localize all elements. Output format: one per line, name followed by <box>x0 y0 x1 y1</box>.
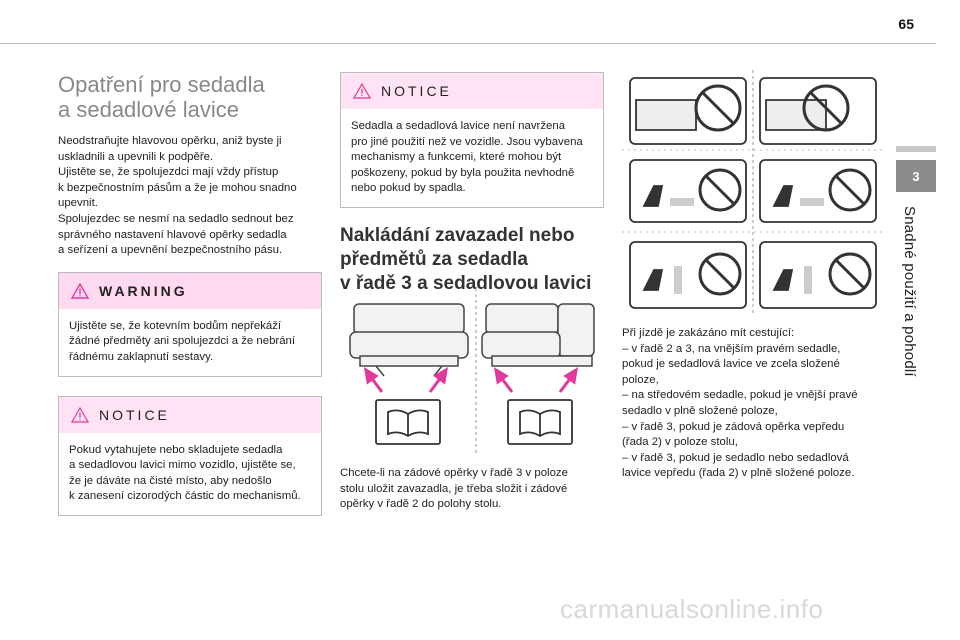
text-line: stolu uložit zavazadla, je třeba složit … <box>340 482 568 495</box>
manual-book-icon <box>507 399 573 445</box>
warning-header: WARNING <box>59 272 321 309</box>
warning-label: WARNING <box>99 282 188 299</box>
folded-bench-left <box>349 303 469 377</box>
notice-label: NOTICE <box>381 83 452 99</box>
section-heading: Opatření pro sedadla a sedadlové lavice <box>58 72 322 122</box>
folded-bench-no-passenger-icon <box>759 77 877 145</box>
column-1: Opatření pro sedadla a sedadlové lavice … <box>58 72 322 516</box>
text-line: – v řadě 2 a 3, na vnějším pravém sedadl… <box>622 342 841 355</box>
folded-seat-no-passenger-icon <box>629 241 747 309</box>
prohibited-seating-illustration <box>622 70 884 316</box>
text-line: Neodstraňujte hlavovou opěrku, aniž byst… <box>58 135 282 147</box>
prohibition-list: Při jízdě je zakázáno mít cestující: – v… <box>622 326 886 482</box>
text-line: řádnému zaklapnutí sestavy. <box>69 350 214 363</box>
side-tab-bar <box>896 146 936 152</box>
notice-box-1: NOTICE Pokud vytahujete nebo skladujete … <box>58 395 322 516</box>
text-line: a seřízení a upevnění bezpečnostního pás… <box>58 244 283 257</box>
text-line: k zanesení cizorodých částic do mechanis… <box>69 490 301 503</box>
text-line: opěrky v řadě 2 do polohy stolu. <box>340 498 502 511</box>
luggage-caption: Chcete-li na zádové opěrky v řadě 3 v po… <box>340 466 604 513</box>
text-line: – v řadě 3, pokud je zádová opěrka vepře… <box>622 420 845 433</box>
section-title: Snadné použití a pohodlí <box>901 206 918 377</box>
notice-box-2: NOTICE Sedadla a sedadlová lavice není n… <box>340 72 604 208</box>
text-line: Chcete-li na zádové opěrky v řadě 3 v po… <box>340 467 568 479</box>
notice-triangle-icon <box>71 406 89 423</box>
text-line: že je dáváte na čisté místo, aby nedošlo <box>69 474 272 487</box>
text-line: pokud je sedadlová lavice ve zcela slože… <box>622 358 840 371</box>
folded-seat-no-passenger-icon <box>759 241 877 309</box>
notice-label: NOTICE <box>99 406 170 423</box>
text-line: lavice vepředu (řada 2) v plně složené p… <box>622 467 855 480</box>
folded-bench-no-passenger-icon <box>629 77 747 145</box>
text-line: k bezpečnostním pásům a že je mohou snad… <box>58 181 297 194</box>
text-line: Pokud vytahujete nebo skladujete sedadla <box>69 443 283 456</box>
heading-line-1: Opatření pro sedadla <box>58 72 265 97</box>
watermark: carmanualsonline.info <box>560 594 824 624</box>
text-line: Ujistěte se, že spolujezdci mají vždy př… <box>58 166 279 179</box>
text-line: Ujistěte se, že kotevním bodům nepřekáží <box>69 319 282 332</box>
heading-line: v řadě 3 a sedadlovou lavici <box>340 272 592 294</box>
header-rule <box>0 43 936 44</box>
text-line: Sedadla a sedadlová lavice není navržena <box>351 120 566 132</box>
text-line: poškozeny, pokud by byla použita nevhodn… <box>351 166 575 179</box>
page-number: 65 <box>898 16 914 32</box>
column-2: NOTICE Sedadla a sedadlová lavice není n… <box>340 72 604 296</box>
text-line: pro jiné použití než ve vozidle. Jsou vy… <box>351 135 583 148</box>
heading-line-2: a sedadlové lavice <box>58 97 240 122</box>
luggage-heading: Nakládání zavazadel nebo předmětů za sed… <box>340 224 604 296</box>
folded-seats-right <box>481 303 595 367</box>
text-line: uskladnili a upevnili k podpěře. <box>58 150 214 163</box>
text-line: a sedadlovou lavici mimo vozidlo, ujistě… <box>69 459 296 472</box>
warning-text: Ujistěte se, že kotevním bodům nepřekáží… <box>59 309 321 376</box>
pink-arrows <box>363 367 579 393</box>
text-line: správného nastavení hlavové opěrky sedad… <box>58 228 287 241</box>
text-line: žádné předměty ani spolujezdci a že nebr… <box>69 335 296 348</box>
text-line: – v řadě 3, pokud je sedadlo nebo sedadl… <box>622 451 849 464</box>
table-position-no-passenger-icon <box>629 159 747 223</box>
text-line: Při jízdě je zakázáno mít cestující: <box>622 327 795 339</box>
warning-triangle-icon <box>71 282 89 299</box>
table-position-no-passenger-icon <box>759 159 877 223</box>
text-line: sedadlo v plně složené poloze, <box>622 404 778 417</box>
text-line: nebo pokud by spadla. <box>351 182 466 195</box>
text-line: – na středovém sedadle, pokud je vnější … <box>622 389 858 402</box>
section-tab[interactable]: 3 <box>896 160 936 192</box>
warning-box: WARNING Ujistěte se, že kotevním bodům n… <box>58 271 322 377</box>
text-line: upevnit. <box>58 197 98 210</box>
manual-book-icon <box>375 399 441 445</box>
notice-triangle-icon <box>353 83 371 99</box>
heading-line: Nakládání zavazadel nebo <box>340 224 575 246</box>
text-line: (řada 2) v poloze stolu, <box>622 436 738 449</box>
seat-table-illustration <box>349 288 595 456</box>
intro-paragraph: Neodstraňujte hlavovou opěrku, aniž byst… <box>58 134 322 259</box>
notice-text: Sedadla a sedadlová lavice není navržena… <box>341 109 603 207</box>
text-line: Spolujezdec se nesmí na sedadlo sednout … <box>58 212 294 225</box>
notice-header: NOTICE <box>341 73 603 109</box>
text-line: poloze, <box>622 373 659 386</box>
notice-header: NOTICE <box>59 396 321 433</box>
notice-text: Pokud vytahujete nebo skladujete sedadla… <box>59 433 321 515</box>
text-line: mechanismy a funkcemi, které mohou být <box>351 151 562 164</box>
heading-line: předmětů za sedadla <box>340 248 528 270</box>
